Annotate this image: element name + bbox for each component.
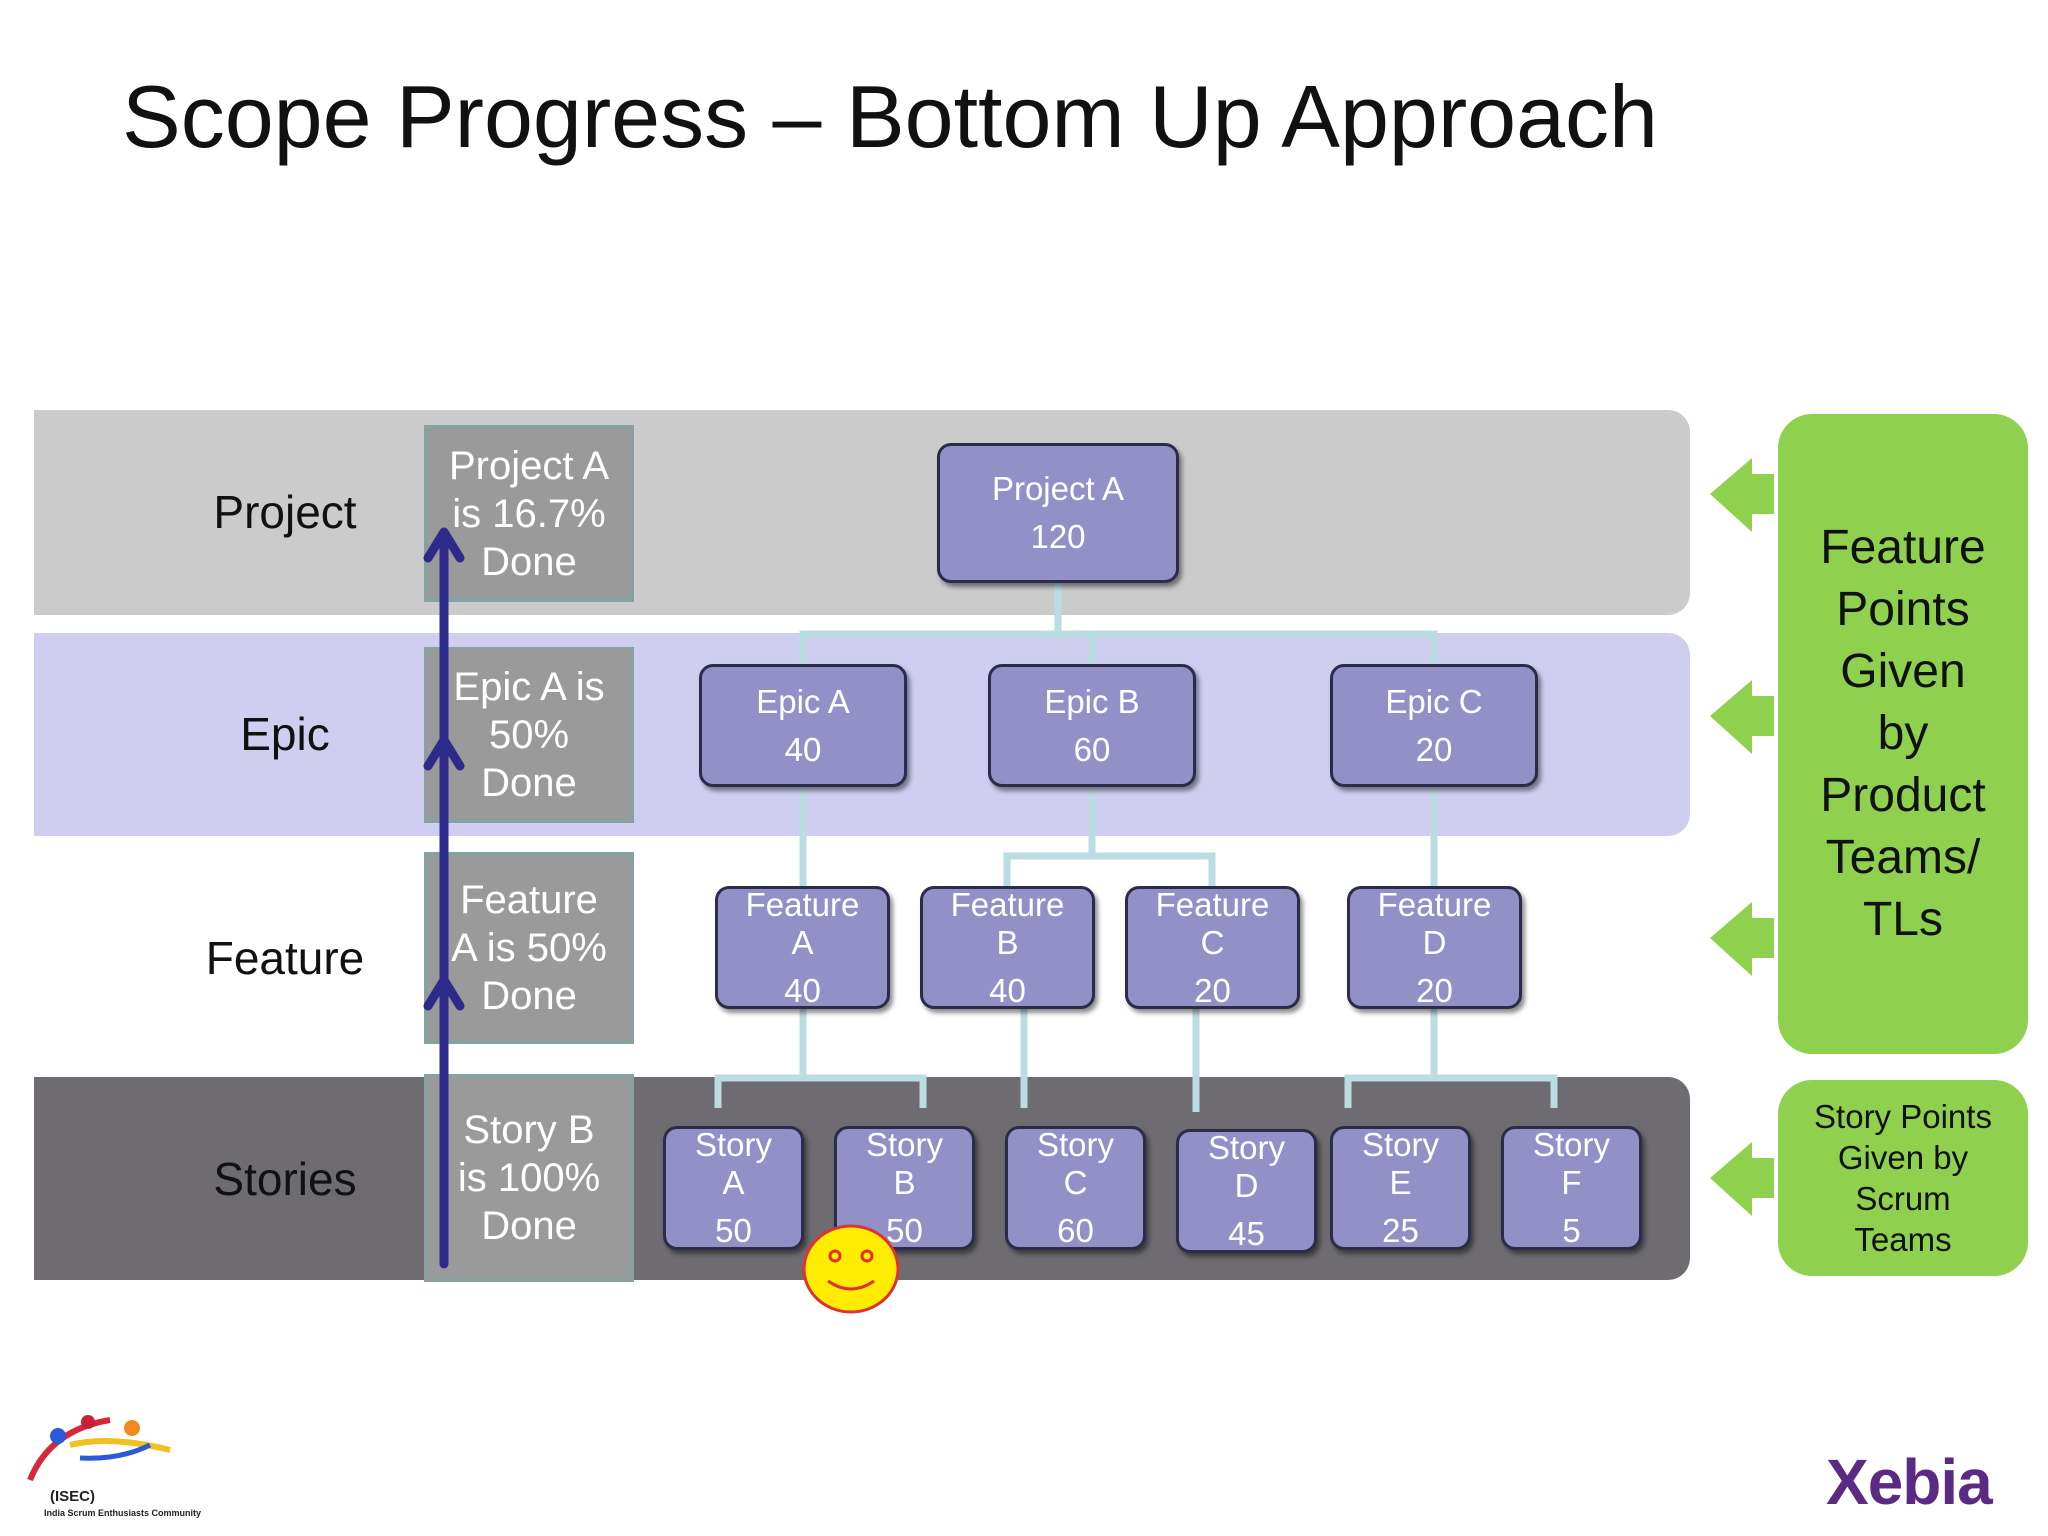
node-name: Story D xyxy=(1207,1129,1286,1204)
node-name: Story E xyxy=(1361,1126,1440,1201)
node-feature-a: Feature A 40 xyxy=(715,886,890,1009)
isec-full: India Scrum Enthusiasts Community xyxy=(44,1508,202,1518)
level-label-stories: Stories xyxy=(213,1153,357,1205)
node-points: 120 xyxy=(1030,518,1086,555)
node-epic-b: Epic B 60 xyxy=(988,664,1196,787)
left-arrow-icon xyxy=(1710,902,1774,976)
node-project-a: Project A 120 xyxy=(937,443,1179,583)
status-box-project: Project A is 16.7% Done xyxy=(424,425,634,602)
isec-logo-mark xyxy=(27,1415,171,1482)
status-box-story: Story B is 100% Done xyxy=(424,1074,634,1282)
level-label-project: Project xyxy=(213,486,357,538)
node-epic-c: Epic C 20 xyxy=(1330,664,1538,787)
node-name: Project A xyxy=(991,470,1125,507)
node-name: Feature B xyxy=(950,885,1065,961)
node-feature-b: Feature B 40 xyxy=(920,886,1095,1009)
node-story-d: Story D 45 xyxy=(1176,1129,1317,1253)
connector-project-epics xyxy=(799,582,1438,664)
project-band xyxy=(34,410,1690,615)
node-name: Story F xyxy=(1532,1126,1611,1201)
story-points-note-text: Story Points Given by Scrum Teams xyxy=(1814,1098,1992,1258)
node-name: Epic C xyxy=(1385,682,1483,720)
connector-feature-d xyxy=(1344,1009,1558,1108)
up-arrow-icon xyxy=(423,527,465,815)
node-points: 50 xyxy=(886,1212,923,1249)
left-arrow-icon xyxy=(1710,1142,1774,1216)
node-points: 20 xyxy=(1416,971,1453,1009)
level-label-feature: Feature xyxy=(205,932,365,984)
page-title: Scope Progress – Bottom Up Approach xyxy=(122,67,1658,166)
node-story-b: Story B 50 xyxy=(834,1126,975,1250)
node-points: 60 xyxy=(1057,1212,1094,1249)
connector-epic-b xyxy=(1003,786,1216,886)
status-text-project: Project A is 16.7% Done xyxy=(448,443,610,584)
tree-connectors xyxy=(714,582,1558,1112)
status-text-feature: Feature A is 50% Done xyxy=(451,878,607,1018)
node-points: 5 xyxy=(1562,1212,1581,1249)
isec-short: (ISEC) xyxy=(50,1488,95,1505)
left-arrow-icon xyxy=(1710,458,1774,532)
node-name: Feature C xyxy=(1155,885,1270,961)
node-points: 40 xyxy=(784,730,822,768)
isec-logo: (ISEC) India Scrum Enthusiasts Community xyxy=(20,1400,220,1525)
feature-points-note: Feature Points Given by Product Teams/ T… xyxy=(1778,414,2028,1054)
feature-points-note-text: Feature Points Given by Product Teams/ T… xyxy=(1820,521,1986,946)
node-name: Epic A xyxy=(756,682,850,720)
node-points: 20 xyxy=(1415,730,1453,768)
story-points-note: Story Points Given by Scrum Teams xyxy=(1778,1080,2028,1276)
node-points: 40 xyxy=(989,971,1026,1009)
smiley-face-icon xyxy=(802,1224,900,1314)
level-label-epic: Epic xyxy=(240,708,330,760)
node-name: Feature A xyxy=(745,885,860,961)
node-story-c: Story C 60 xyxy=(1005,1126,1146,1250)
node-name: Story C xyxy=(1036,1126,1115,1201)
node-story-e: Story E 25 xyxy=(1330,1126,1471,1250)
node-points: 60 xyxy=(1073,730,1111,768)
node-feature-d: Feature D 20 xyxy=(1347,886,1522,1009)
node-points: 50 xyxy=(715,1212,752,1249)
node-points: 25 xyxy=(1382,1212,1419,1249)
connector-feature-a xyxy=(714,1009,927,1108)
node-feature-c: Feature C 20 xyxy=(1125,886,1300,1009)
node-points: 40 xyxy=(784,971,821,1009)
status-text-story: Story B is 100% Done xyxy=(457,1108,601,1248)
node-story-a: Story A 50 xyxy=(663,1126,804,1250)
xebia-logo: Xebia xyxy=(1826,1446,1993,1518)
left-arrow-icon xyxy=(1710,680,1774,754)
node-name: Story B xyxy=(865,1126,944,1201)
node-points: 45 xyxy=(1228,1215,1265,1252)
node-name: Story A xyxy=(694,1126,773,1201)
node-name: Feature D xyxy=(1377,885,1492,961)
node-epic-a: Epic A 40 xyxy=(699,664,907,787)
status-box-feature: Feature A is 50% Done xyxy=(424,852,634,1044)
node-story-f: Story F 5 xyxy=(1501,1126,1642,1250)
node-points: 20 xyxy=(1194,971,1231,1009)
node-name: Epic B xyxy=(1044,682,1140,720)
status-box-epic: Epic A is 50% Done xyxy=(424,647,634,823)
status-text-epic: Epic A is 50% Done xyxy=(453,665,605,805)
